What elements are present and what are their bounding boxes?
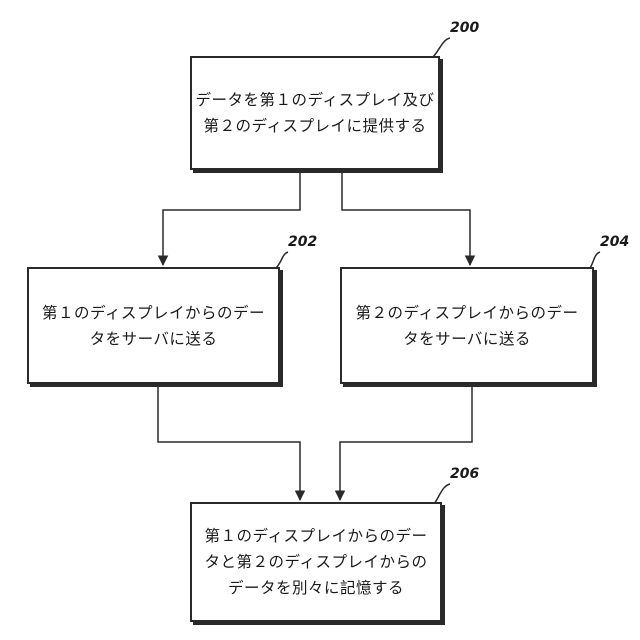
process-box-200-line-1: データを第１のディスプレイ及び <box>196 87 435 113</box>
process-box-204-line-1: 第２のディスプレイからのデー <box>356 300 579 326</box>
process-box-206: 第１のディスプレイからのデー タと第２のディスプレイからの データを別々に記憶す… <box>190 502 442 622</box>
process-box-206-text: 第１のディスプレイからのデー タと第２のディスプレイからの データを別々に記憶す… <box>205 523 428 601</box>
process-box-204-text: 第２のディスプレイからのデー タをサーバに送る <box>356 300 579 352</box>
process-box-204-line-2: タをサーバに送る <box>356 326 579 352</box>
leader-line-200 <box>432 38 450 58</box>
process-box-202-line-1: 第１のディスプレイからのデー <box>42 300 265 326</box>
reference-numeral-200: 200 <box>450 20 479 36</box>
process-box-206-line-2: タと第２のディスプレイからの <box>205 549 428 575</box>
process-box-202-line-2: タをサーバに送る <box>42 326 265 352</box>
reference-numeral-202: 202 <box>288 234 317 250</box>
process-box-202: 第１のディスプレイからのデー タをサーバに送る <box>27 267 280 384</box>
process-box-202-text: 第１のディスプレイからのデー タをサーバに送る <box>42 300 265 352</box>
process-box-204: 第２のディスプレイからのデー タをサーバに送る <box>340 267 594 384</box>
leader-line-202 <box>276 252 288 268</box>
edge-200-to-204 <box>342 170 470 265</box>
process-box-206-line-3: データを別々に記憶する <box>205 575 428 601</box>
edge-204-to-206 <box>340 384 472 500</box>
leader-line-206 <box>434 484 450 504</box>
reference-numeral-204: 204 <box>600 234 629 250</box>
edge-200-to-202 <box>163 170 300 265</box>
process-box-200-line-2: 第２のディスプレイに提供する <box>196 113 435 139</box>
edge-202-to-206 <box>158 384 300 500</box>
leader-line-204 <box>590 252 600 268</box>
reference-numeral-206: 206 <box>450 466 479 482</box>
process-box-200: データを第１のディスプレイ及び 第２のディスプレイに提供する <box>190 56 440 170</box>
process-box-200-text: データを第１のディスプレイ及び 第２のディスプレイに提供する <box>196 87 435 139</box>
process-box-206-line-1: 第１のディスプレイからのデー <box>205 523 428 549</box>
